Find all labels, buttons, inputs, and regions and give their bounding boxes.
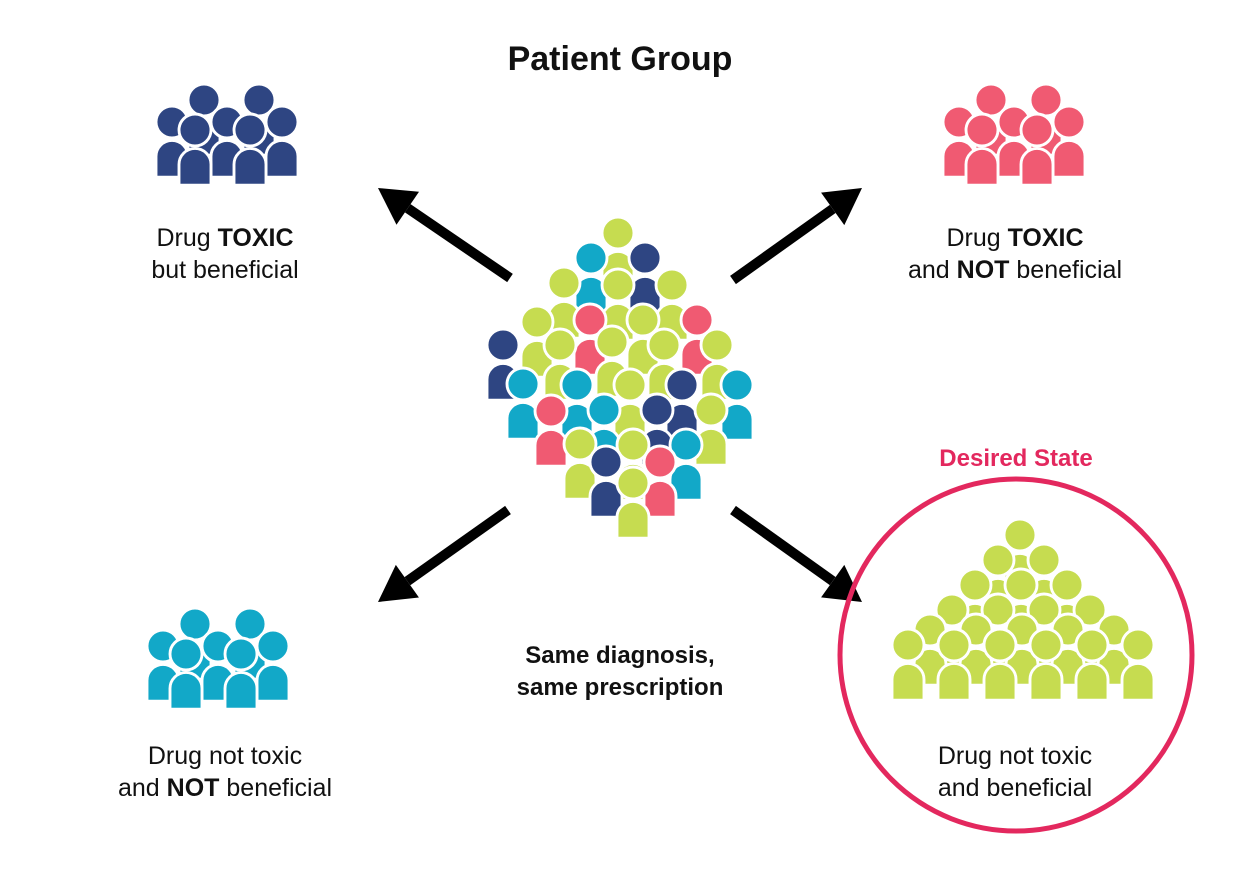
mixed-patient-crowd-icon [485,215,755,540]
person-icon [936,627,972,702]
person-icon [255,628,291,703]
caption-top-right: Drug TOXIC and NOT beneficial [907,224,1123,284]
arrow-top-right [730,188,862,285]
person-icon [890,627,926,702]
person-icon [1028,627,1064,702]
desired-state-label: Desired State [939,445,1093,472]
person-icon [982,627,1018,702]
person-icon [533,393,569,468]
desired-state-circle [837,476,1195,834]
person-icon [168,636,204,711]
arrow-bottom-right [730,505,862,602]
person-icon [615,465,651,540]
person-icon [1120,627,1156,702]
person-icon [719,367,755,442]
person-icon [1074,627,1110,702]
toxic-beneficial-group-icon [154,82,300,187]
center-caption: Same diagnosis, same prescription [516,642,724,701]
arrow-bottom-left [378,505,511,602]
nontoxic-not-beneficial-group-icon [145,606,291,711]
person-icon [588,444,624,519]
person-icon [668,427,704,502]
person-icon [562,426,598,501]
person-icon [264,104,300,179]
caption-bottom-right: Drug not toxic and beneficial [937,742,1093,802]
person-icon [964,112,1000,187]
person-icon [177,112,213,187]
nontoxic-beneficial-group-icon [890,517,1156,702]
person-icon [693,392,729,467]
person-icon [573,240,609,315]
person-icon [232,112,268,187]
arrow-top-left [378,188,513,283]
caption-bottom-left: Drug not toxic and NOT beneficial [117,742,333,802]
person-icon [1051,104,1087,179]
person-icon [1019,112,1055,187]
caption-top-left: Drug TOXIC but beneficial [151,224,299,284]
arrows [378,188,862,602]
person-icon [223,636,259,711]
page-title: Patient Group [507,40,733,78]
toxic-not-beneficial-group-icon [941,82,1087,187]
person-icon [505,366,541,441]
